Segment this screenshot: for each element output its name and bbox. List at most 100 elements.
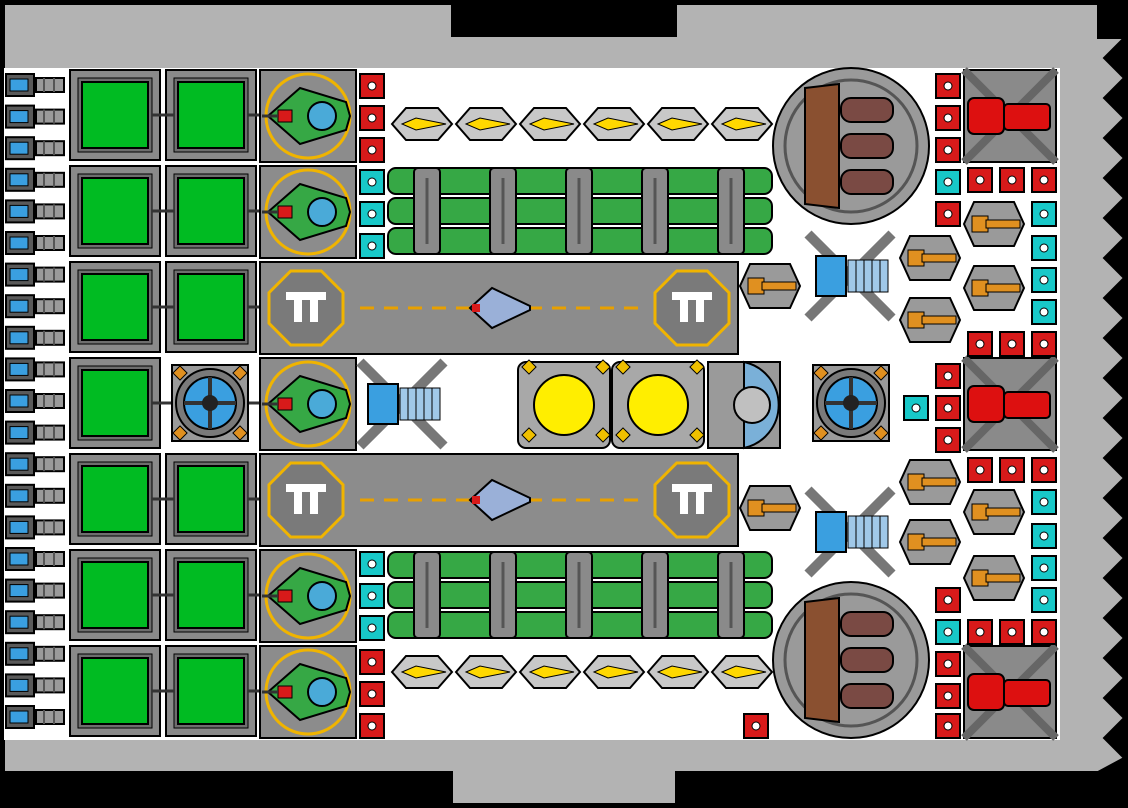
engine-block-icon[interactable]	[804, 230, 896, 322]
heavy-turret-icon[interactable]	[961, 355, 1059, 453]
thruster-icon[interactable]	[5, 231, 65, 255]
reactor-cell[interactable]	[69, 645, 161, 737]
heavy-turret-icon[interactable]	[961, 67, 1059, 165]
thruster-icon[interactable]	[5, 199, 65, 224]
cyan-node-icon[interactable]	[903, 395, 929, 421]
red-node-icon[interactable]	[1031, 619, 1057, 645]
red-node-icon[interactable]	[359, 73, 385, 99]
thruster-icon[interactable]	[5, 578, 65, 603]
red-node-icon[interactable]	[1031, 167, 1057, 193]
reactor-cell[interactable]	[69, 69, 161, 161]
cyan-node-icon[interactable]	[935, 619, 961, 645]
thruster-icon[interactable]	[5, 294, 65, 319]
thruster-icon[interactable]	[5, 673, 65, 698]
red-node-icon[interactable]	[967, 331, 993, 357]
cyan-node-icon[interactable]	[1031, 523, 1057, 549]
cyan-node-icon[interactable]	[1031, 267, 1057, 293]
red-node-icon[interactable]	[359, 713, 385, 739]
cyan-node-icon[interactable]	[359, 551, 385, 577]
red-node-icon[interactable]	[359, 105, 385, 131]
reactor-cell[interactable]	[69, 165, 161, 257]
thruster-icon[interactable]	[5, 483, 65, 508]
point-defense-gun-icon[interactable]	[738, 263, 802, 309]
fighter-bay[interactable]	[259, 645, 357, 739]
thruster-icon[interactable]	[5, 610, 65, 635]
cyan-node-icon[interactable]	[359, 169, 385, 195]
red-node-icon[interactable]	[359, 649, 385, 675]
red-node-icon[interactable]	[935, 363, 961, 389]
red-node-icon[interactable]	[935, 73, 961, 99]
red-node-icon[interactable]	[1031, 457, 1057, 483]
engine-block-icon[interactable]	[356, 358, 448, 450]
fuel-pipe-junction[interactable]	[489, 551, 517, 639]
reactor-cell[interactable]	[69, 261, 161, 353]
thruster-icon[interactable]	[5, 136, 65, 161]
cyan-node-icon[interactable]	[359, 615, 385, 641]
fighter-bay[interactable]	[259, 165, 357, 259]
thruster-icon[interactable]	[5, 167, 65, 192]
thruster-icon[interactable]	[5, 104, 65, 129]
reactor-cell[interactable]	[165, 549, 257, 641]
red-node-icon[interactable]	[359, 681, 385, 707]
gyro-hub-icon[interactable]	[812, 364, 890, 442]
landing-pad[interactable]	[259, 453, 739, 547]
reactor-cell[interactable]	[69, 549, 161, 641]
heavy-turret-icon[interactable]	[961, 643, 1059, 741]
fuel-pipe-junction[interactable]	[641, 551, 669, 639]
fuel-pipe-junction[interactable]	[717, 551, 745, 639]
point-defense-gun-icon[interactable]	[898, 235, 962, 281]
fighter-bay[interactable]	[259, 357, 357, 451]
point-defense-gun-icon[interactable]	[962, 489, 1026, 535]
fuel-pipe-junction[interactable]	[413, 167, 441, 255]
cyan-node-icon[interactable]	[1031, 587, 1057, 613]
red-node-icon[interactable]	[935, 427, 961, 453]
fuel-pipe-junction[interactable]	[565, 551, 593, 639]
main-cannon[interactable]	[772, 581, 930, 739]
red-node-icon[interactable]	[743, 713, 769, 739]
point-defense-gun-icon[interactable]	[898, 297, 962, 343]
thruster-icon[interactable]	[5, 705, 65, 729]
shield-generator[interactable]	[611, 359, 705, 449]
red-node-icon[interactable]	[967, 167, 993, 193]
thruster-icon[interactable]	[5, 262, 65, 287]
fuel-pipe-junction[interactable]	[565, 167, 593, 255]
point-defense-gun-icon[interactable]	[898, 519, 962, 565]
cyan-node-icon[interactable]	[1031, 299, 1057, 325]
point-defense-gun-icon[interactable]	[898, 459, 962, 505]
shield-generator[interactable]	[517, 359, 611, 449]
cyan-node-icon[interactable]	[1031, 555, 1057, 581]
reactor-cell[interactable]	[165, 165, 257, 257]
thruster-icon[interactable]	[5, 515, 65, 540]
red-node-icon[interactable]	[935, 395, 961, 421]
point-defense-gun-icon[interactable]	[962, 265, 1026, 311]
thruster-icon[interactable]	[5, 452, 65, 477]
red-node-icon[interactable]	[935, 105, 961, 131]
bridge-module[interactable]	[707, 360, 781, 450]
missile-pod-icon[interactable]	[710, 655, 774, 689]
fuel-pipe-junction[interactable]	[641, 167, 669, 255]
cyan-node-icon[interactable]	[1031, 489, 1057, 515]
missile-pod-icon[interactable]	[518, 107, 582, 141]
fuel-pipe-junction[interactable]	[489, 167, 517, 255]
point-defense-gun-icon[interactable]	[962, 201, 1026, 247]
red-node-icon[interactable]	[1031, 331, 1057, 357]
red-node-icon[interactable]	[935, 137, 961, 163]
reactor-cell[interactable]	[165, 261, 257, 353]
missile-pod-icon[interactable]	[390, 107, 454, 141]
missile-pod-icon[interactable]	[454, 107, 518, 141]
missile-pod-icon[interactable]	[518, 655, 582, 689]
reactor-cell[interactable]	[69, 453, 161, 545]
thruster-icon[interactable]	[5, 547, 65, 571]
cyan-node-icon[interactable]	[359, 583, 385, 609]
cyan-node-icon[interactable]	[935, 169, 961, 195]
main-cannon[interactable]	[772, 67, 930, 225]
red-node-icon[interactable]	[935, 683, 961, 709]
missile-pod-icon[interactable]	[646, 107, 710, 141]
reactor-cell[interactable]	[165, 645, 257, 737]
missile-pod-icon[interactable]	[710, 107, 774, 141]
thruster-icon[interactable]	[5, 641, 65, 666]
missile-pod-icon[interactable]	[582, 655, 646, 689]
cyan-node-icon[interactable]	[1031, 235, 1057, 261]
missile-pod-icon[interactable]	[454, 655, 518, 689]
red-node-icon[interactable]	[935, 713, 961, 739]
